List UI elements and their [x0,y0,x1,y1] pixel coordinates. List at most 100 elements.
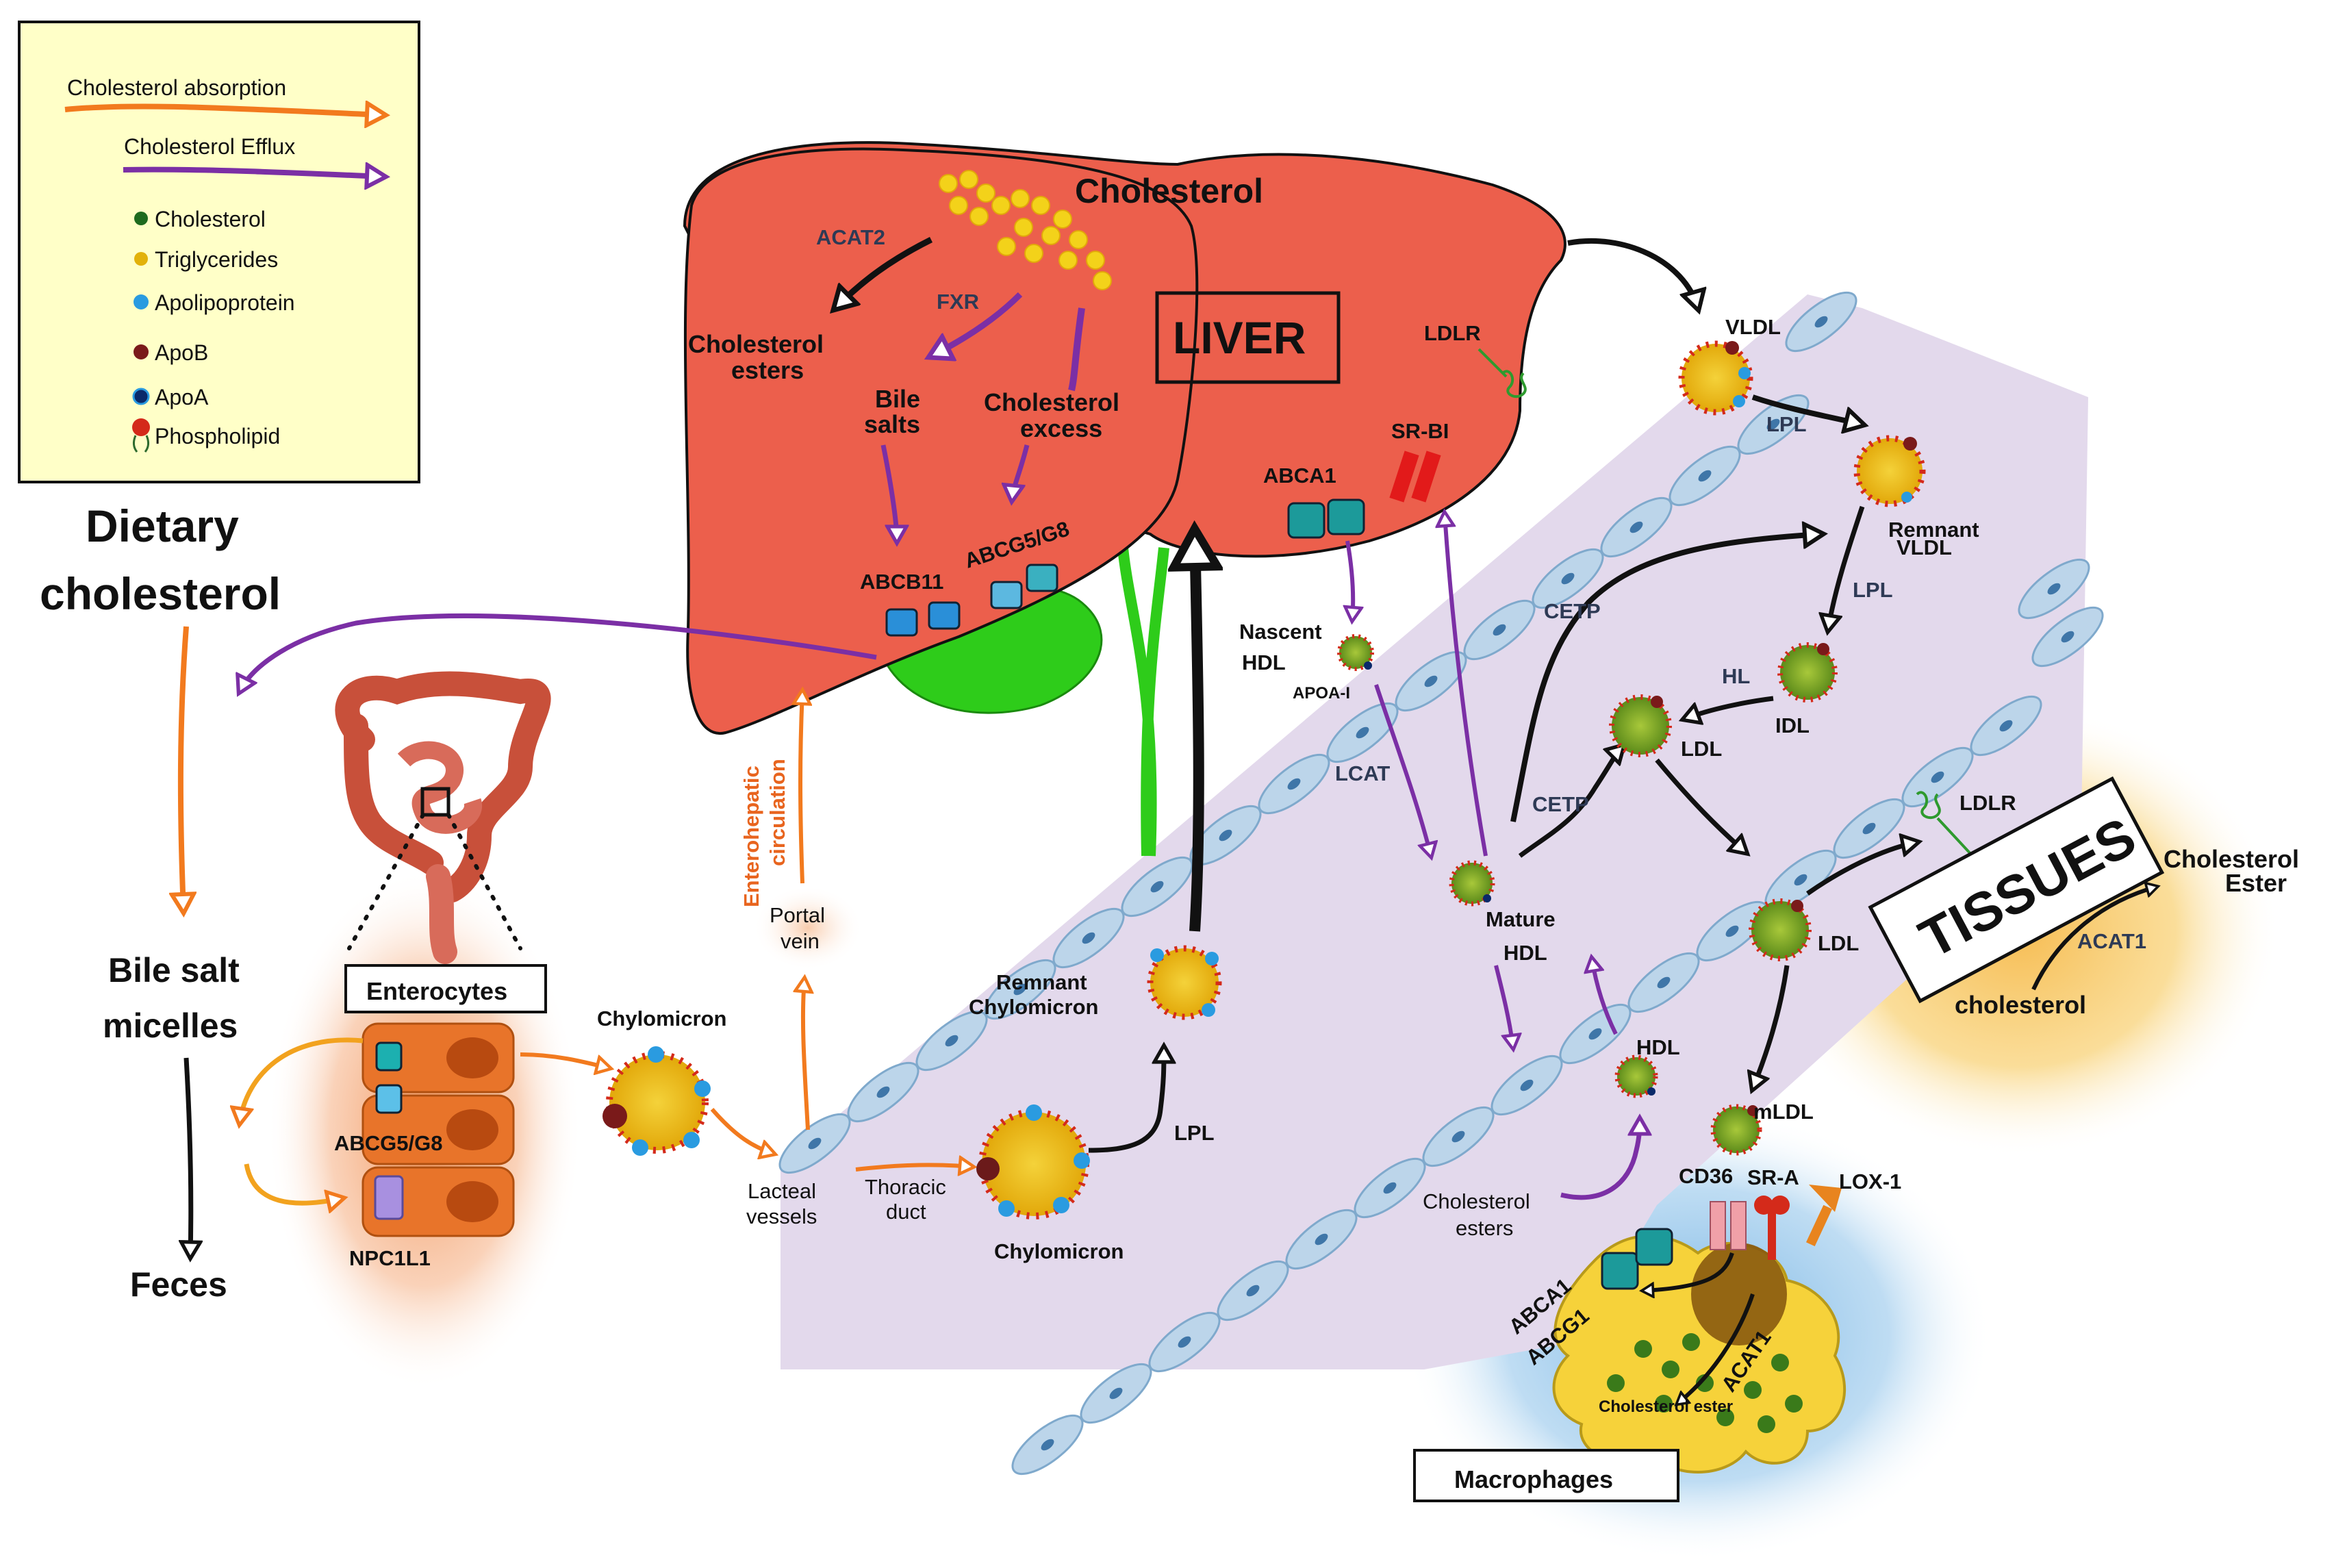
portal-halo [753,885,863,970]
intestine-zoom-box [420,787,451,817]
hl-label: HL [1722,664,1750,688]
legend-absorption-label: Cholesterol absorption [67,75,286,100]
excess-to-abcg5-arrow [1012,444,1030,500]
abcb11-label: ABCB11 [860,570,943,594]
cetp-upper-label: CETP [1544,599,1601,623]
tissue-acat1-label: ACAT1 [2077,929,2146,953]
nascent-hdl-line2: HDL [1242,650,1286,674]
macrophages-label: Macrophages [1454,1465,1613,1493]
legend-cholesterol-label: Cholesterol [155,207,266,231]
fxr-arrow [931,292,1023,356]
chylomicron-blood [976,1104,1090,1219]
idl-label: IDL [1775,713,1810,737]
bile-to-abcb11-arrow [880,444,897,541]
idl-to-ldl-arrow [1684,696,1774,719]
mac-chol-esters-line1: Cholesterol [1423,1189,1530,1213]
lacteal-line1: Lacteal [748,1179,816,1203]
bile-duct [1117,547,1169,857]
blood-vessel [781,294,2088,1369]
legend: Cholesterol absorption Cholesterol Efflu… [18,21,420,483]
mature-to-srbi-arrow [1445,514,1488,857]
abcg5-enterocyte-label: ABCG5/G8 [334,1131,442,1155]
enterocytes-label: Enterocytes [366,977,507,1005]
enterocytes-label-box [344,964,547,1013]
nascent-hdl [1337,634,1374,671]
idl-particle [1777,642,1838,703]
lacteal-to-chylomicron-arrow [855,1165,972,1169]
mature-to-ldl-cetp-arrow [1518,746,1623,858]
intestine [335,671,551,964]
ldl-tissue-particle [1749,898,1812,961]
tissue-cholesterol-label: cholesterol [1955,991,2086,1019]
macrophage-nucleus [1691,1243,1787,1345]
srbi-receptor [1389,451,1441,503]
thoracic-line2: duct [886,1200,926,1224]
lox1-receptor [1805,1185,1842,1247]
portal-line1: Portal [770,903,825,927]
liver-to-vldl-arrow [1567,238,1698,308]
mldl-label: mLDL [1753,1100,1814,1124]
abca1-liver-transporter [1287,498,1365,539]
tissue-chol-ester-line2: Ester [2225,869,2287,897]
legend-apolipoprotein-label: Apolipoprotein [155,290,295,315]
mature-hdl [1449,860,1495,907]
vldl-remnant-particle [1853,435,1926,507]
hdl-label: HDL [1636,1035,1680,1059]
portal-to-liver-arrow [800,692,802,884]
mac-uptake-to-efflux-arrow [1643,1252,1734,1291]
npc1l1-transporter [374,1175,404,1220]
mac-acat1-arrow [1677,1293,1755,1404]
mac-chol-esters-line2: esters [1456,1216,1513,1240]
legend-box [18,21,420,483]
legend-cholesterol-marker [134,212,148,225]
macrophage-abca1-transporter [1601,1228,1673,1290]
apoa1-label: APOA-I [1293,684,1350,703]
remnant-chylomicron [1147,945,1222,1020]
hdl-to-mature-arrow [1592,959,1618,1035]
portal-line2: vein [781,929,820,953]
bile-salt-line1: Bile salt [108,951,240,989]
mac-to-hdl-arrow [1560,1120,1640,1200]
chylomicron-blood-label: Chylomicron [994,1239,1124,1263]
mature-to-hdl-arrow [1494,965,1513,1048]
legend-triglycerides-marker [134,252,148,266]
abcg5-liver-transporter [990,564,1058,609]
nascent-to-mature-arrow [1374,684,1431,856]
lacteal-line2: vessels [746,1204,817,1228]
lpl-vldl-label: LPL [1766,412,1807,436]
ldl-to-tissues-arrow [1805,842,1917,896]
dietary-to-micelles-arrow [181,626,186,911]
legend-apoa-marker [132,388,150,405]
legend-phospholipid-marker [132,418,150,453]
vldl-remnant-line1: VLDL [1896,535,1952,559]
chol-excess-line2: excess [1020,414,1102,442]
feces-label: Feces [130,1265,227,1304]
liver-label-box [1155,291,1341,384]
liver-cholesterol-label: Cholesterol [1075,172,1263,210]
dietary-line1: Dietary [86,501,239,551]
vldl-remnant-line2: Remnant [1888,518,1979,542]
mac-chol-ester-label: Cholesterol ester [1599,1398,1733,1416]
abca1-to-nascent-arrow [1347,540,1353,620]
legend-apob-marker [134,344,149,359]
tissue-acat1-arrow [2031,887,2157,991]
vldl-to-remnant-arrow [1751,394,1862,425]
lacteal-to-portal-arrow [803,979,808,1130]
npc1l1-label: NPC1L1 [349,1246,431,1270]
mature-hdl-line2: HDL [1504,941,1547,965]
cetp-lower-label: CETP [1532,792,1589,816]
chol-esters-line2: esters [731,356,804,384]
mature-to-vldl-remnant-cetp-arrow [1510,534,1821,822]
ldl-to-mldl-arrow [1753,965,1790,1089]
hdl-particle [1614,1054,1658,1098]
chylomicron-intestinal-label: Chylomicron [597,1007,726,1030]
legend-efflux-arrow [123,170,383,177]
vldl-label: VLDL [1725,315,1781,339]
abcb11-transporter [885,601,961,637]
ldl-tissue-label: LDL [1818,931,1859,955]
micelle-to-npc1l1-arrow [244,1163,342,1203]
ldlr-liver-label: LDLR [1424,321,1481,345]
nascent-hdl-line1: Nascent [1239,620,1322,644]
bile-salts-line2: salts [864,410,920,438]
